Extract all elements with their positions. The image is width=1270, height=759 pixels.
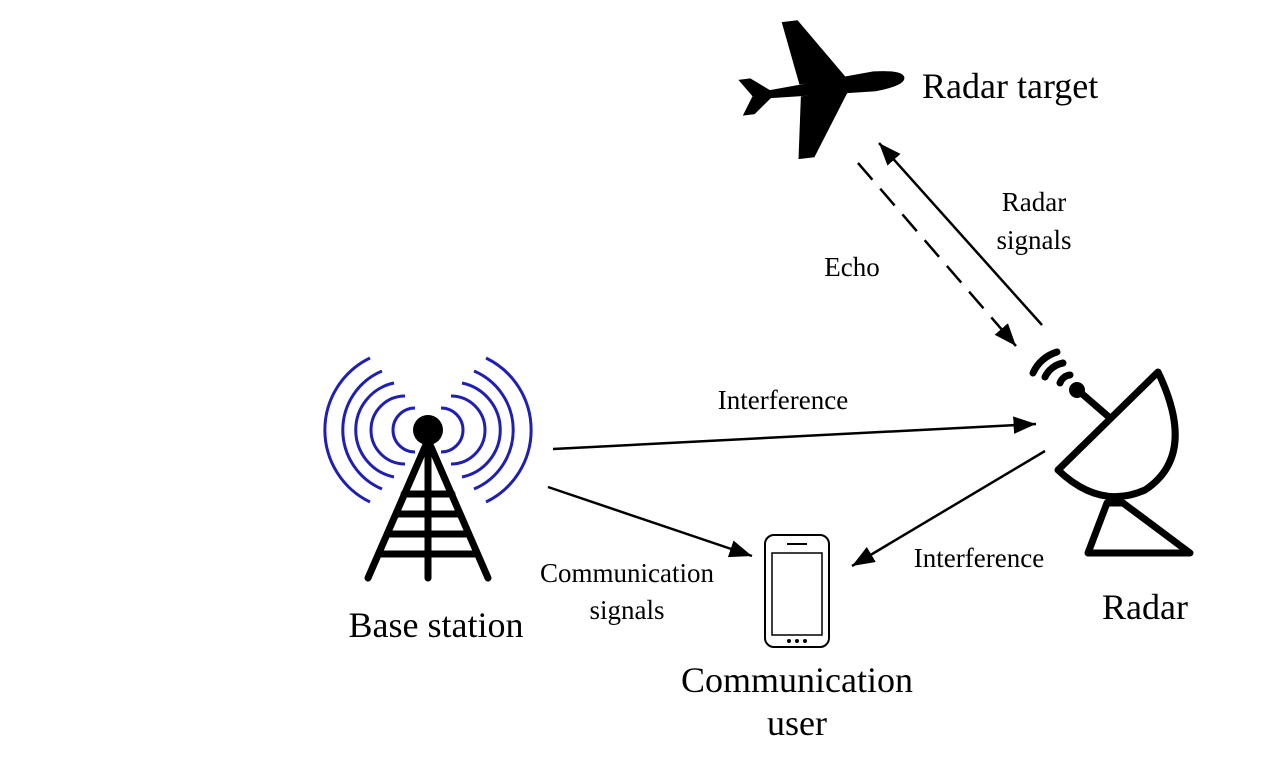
interference-bs-radar-label: Interference (718, 385, 848, 415)
base-station-icon (323, 356, 533, 582)
airplane-icon (738, 20, 905, 160)
communication-user-label-line1: Communication (681, 660, 913, 700)
radar-signals-arrow (878, 142, 1043, 326)
interference-radar-user-arrow (851, 449, 1046, 568)
radar-target-label: Radar target (922, 66, 1098, 106)
interference-bs-radar-arrow (552, 416, 1037, 451)
base-station-label: Base station (349, 605, 524, 645)
radar-signals-label-line1: Radar (1002, 187, 1066, 217)
signal-waves-icon (323, 356, 533, 504)
interference-radar-user-label: Interference (914, 543, 1044, 573)
radar-label: Radar (1102, 587, 1188, 627)
communication-signals-label-line2: signals (589, 595, 664, 625)
communication-user-label-line2: user (767, 703, 827, 743)
echo-arrow (857, 162, 1017, 347)
echo-label: Echo (824, 252, 879, 282)
communication-signals-label-line1: Communication (540, 558, 714, 588)
smartphone-icon (764, 534, 830, 648)
communication-signals-arrow (547, 485, 753, 558)
radar-signals-label-line2: signals (996, 225, 1071, 255)
radar-dish-icon (1029, 348, 1194, 557)
